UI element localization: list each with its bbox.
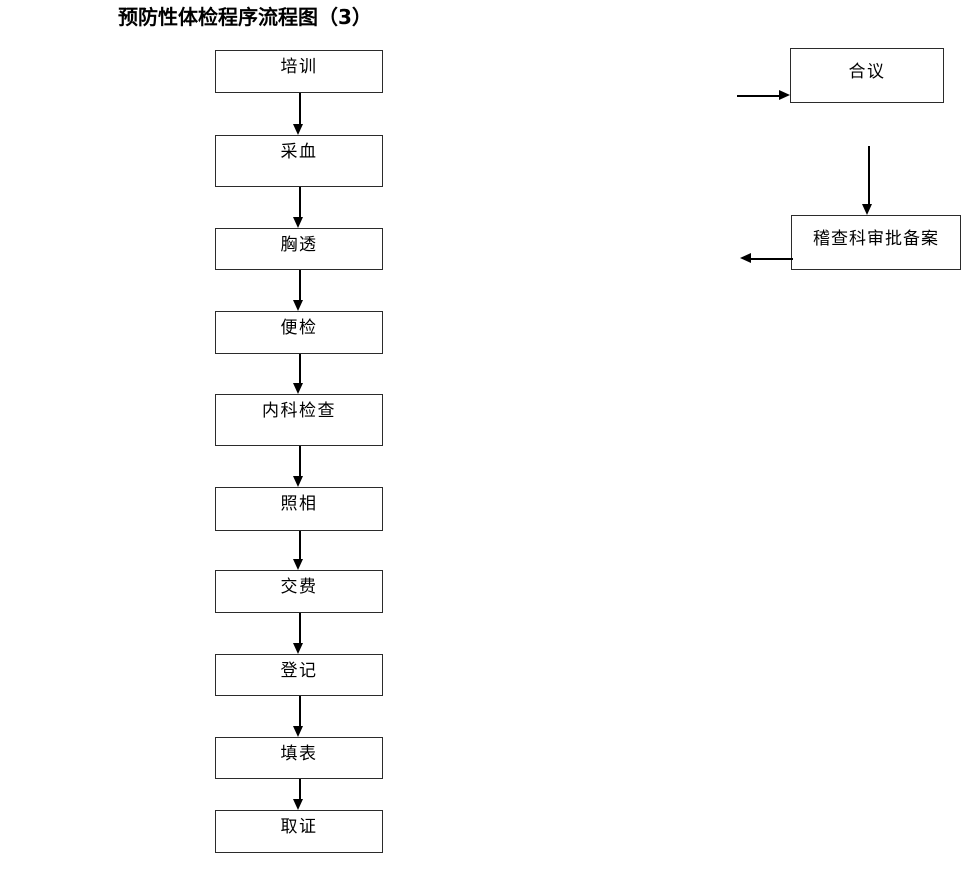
- review-node-jichake-shenpi-beian[interactable]: 稽查科审批备案: [791, 215, 961, 270]
- connector-n4-n5: [299, 354, 301, 383]
- connector-n5-n6: [299, 446, 301, 476]
- flow-node-dengji[interactable]: 登记: [215, 654, 383, 696]
- connector-heyi-to-jichake: [868, 146, 870, 204]
- arrowhead-n9-n10: [293, 799, 303, 810]
- connector-n3-n4: [299, 270, 301, 300]
- flow-node-label: 采血: [280, 142, 318, 161]
- arrowhead-n7-n8: [293, 643, 303, 654]
- arrowhead-n1-n2: [293, 124, 303, 135]
- flow-node-label: 培训: [280, 57, 318, 76]
- arrowhead-n8-n9: [293, 726, 303, 737]
- arrowhead-into-heyi: [779, 90, 790, 100]
- connector-n2-n3: [299, 187, 301, 217]
- flow-node-caixue[interactable]: 采血: [215, 135, 383, 187]
- arrowhead-n2-n3: [293, 217, 303, 228]
- connector-n6-n7: [299, 531, 301, 559]
- flow-node-xiongtou[interactable]: 胸透: [215, 228, 383, 270]
- arrowhead-heyi-to-jichake: [862, 204, 872, 215]
- flow-node-jiaofei[interactable]: 交费: [215, 570, 383, 613]
- arrowhead-n5-n6: [293, 476, 303, 487]
- flow-node-label: 便检: [280, 318, 318, 337]
- connector-out-of-jichake: [751, 258, 793, 260]
- flow-node-label: 登记: [280, 661, 318, 680]
- arrowhead-n4-n5: [293, 383, 303, 394]
- review-node-heyi[interactable]: 合议: [790, 48, 944, 103]
- flow-node-zhaoxiang[interactable]: 照相: [215, 487, 383, 531]
- review-node-label: 合议: [848, 62, 886, 81]
- flow-node-label: 胸透: [280, 235, 318, 254]
- connector-n9-n10: [299, 779, 301, 799]
- flow-node-label: 内科检查: [262, 401, 336, 420]
- review-node-label: 稽查科审批备案: [813, 229, 939, 248]
- connector-n8-n9: [299, 696, 301, 726]
- flow-node-tianbiao[interactable]: 填表: [215, 737, 383, 779]
- flow-node-label: 交费: [280, 577, 318, 596]
- flow-node-peixun[interactable]: 培训: [215, 50, 383, 93]
- flow-node-label: 填表: [280, 744, 318, 763]
- flow-node-label: 照相: [280, 494, 318, 513]
- page-title: 预防性体检程序流程图（3）: [118, 5, 372, 29]
- arrowhead-n3-n4: [293, 300, 303, 311]
- arrowhead-n6-n7: [293, 559, 303, 570]
- flow-node-label: 取证: [280, 817, 318, 836]
- flow-node-quzheng[interactable]: 取证: [215, 810, 383, 853]
- connector-n1-n2: [299, 93, 301, 124]
- connector-into-heyi: [737, 95, 781, 97]
- flow-node-neikejiancha[interactable]: 内科检查: [215, 394, 383, 446]
- flow-node-bianjian[interactable]: 便检: [215, 311, 383, 354]
- arrowhead-out-of-jichake: [740, 253, 751, 263]
- connector-n7-n8: [299, 613, 301, 643]
